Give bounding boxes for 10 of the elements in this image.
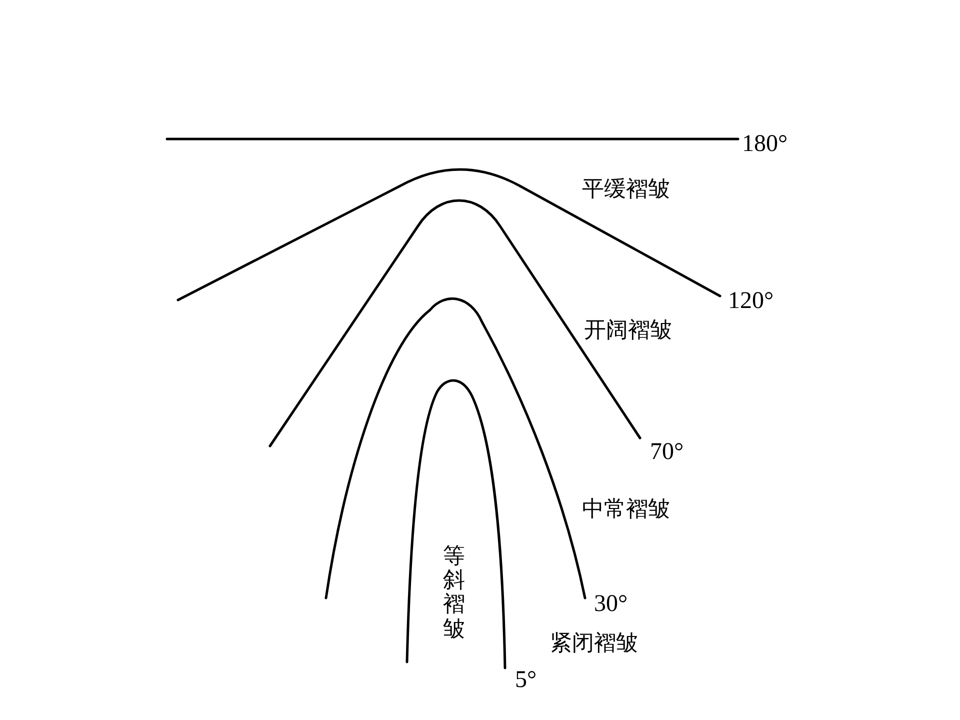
fold-type-label: 开阔褶皱 <box>584 316 672 344</box>
fold-type-label: 平缓褶皱 <box>582 175 670 203</box>
angle-label: 30° <box>594 590 628 619</box>
angle-label: 5° <box>515 666 537 695</box>
fold-type-label: 等斜褶皱 <box>443 544 465 641</box>
fold-type-label: 中常褶皱 <box>582 495 670 523</box>
fold-type-label: 紧闭褶皱 <box>550 629 638 657</box>
angle-label: 70° <box>650 438 684 467</box>
angle-label: 120° <box>728 287 774 316</box>
angle-label: 180° <box>742 130 788 159</box>
